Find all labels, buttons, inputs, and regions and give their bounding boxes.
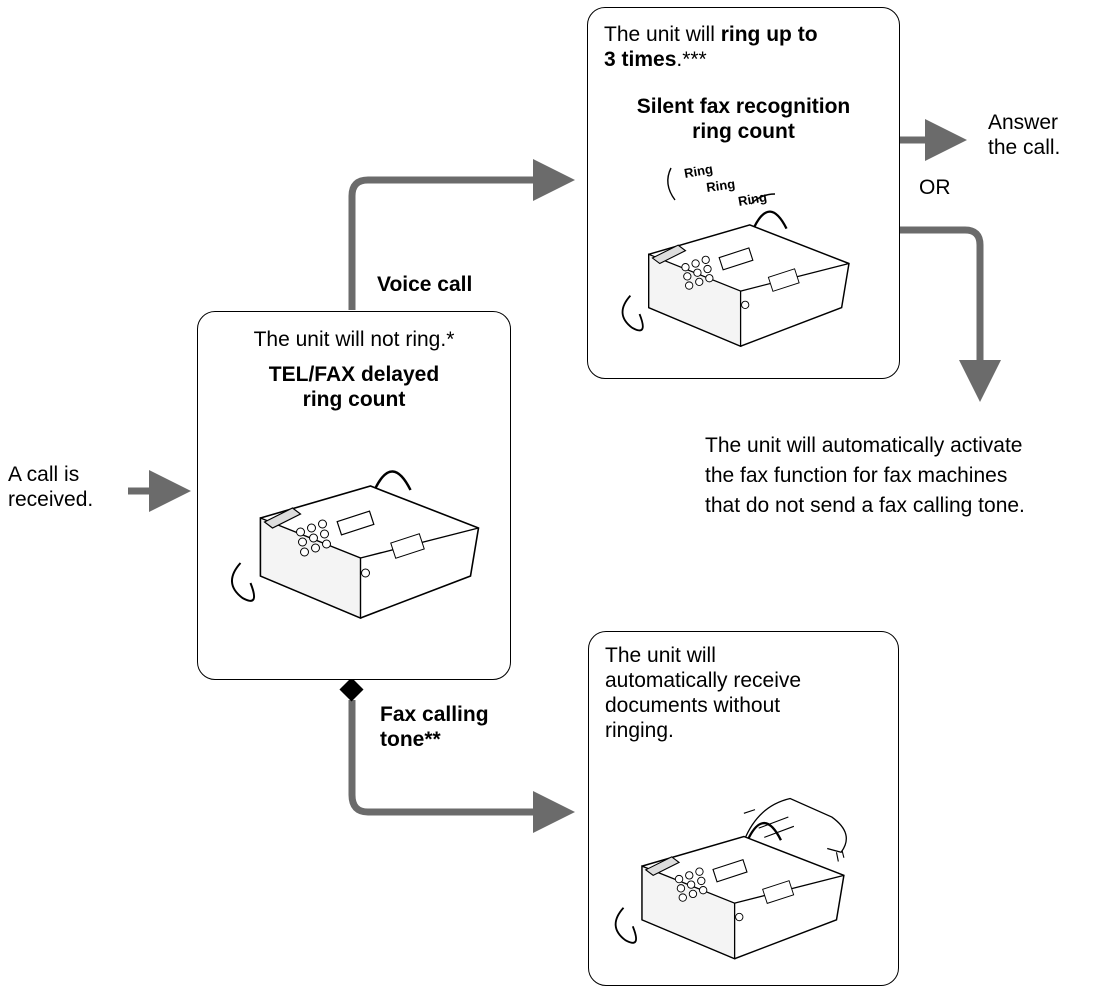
silent-line-2: 3 times.***: [604, 47, 818, 72]
decision-diamond: [339, 677, 364, 702]
receive-line-1: The unit will: [605, 644, 716, 667]
label-voice-call: Voice call: [377, 273, 473, 296]
auto-activate-line-1: The unit will automatically activate: [705, 434, 1023, 457]
fax-receiving-icon: [614, 797, 847, 960]
silent-line-2-post: .***: [676, 48, 707, 71]
auto-activate-line-3: that do not send a fax calling tone.: [705, 494, 1025, 517]
fax-tone-line-1: Fax calling: [380, 703, 489, 726]
silent-title-2: ring count: [692, 120, 795, 143]
or-label: OR: [919, 176, 951, 199]
start-line-1: A call is: [8, 463, 80, 486]
silent-title: Silent fax recognition ring count: [587, 94, 900, 144]
silent-line-2-bold: 3 times: [604, 48, 677, 71]
silent-lines: The unit will ring up to 3 times.***: [604, 22, 818, 72]
auto-activate-line-2: the fax function for fax machines: [705, 464, 1008, 487]
ring-word-2: Ring: [705, 176, 736, 195]
answer-label: Answer the call.: [988, 110, 1060, 160]
receive-text: The unit will automatically receive docu…: [605, 643, 801, 743]
ring-word-1: Ring: [683, 161, 714, 181]
ring-sound: Ring Ring Ring: [667, 161, 776, 209]
answer-line-1: Answer: [988, 111, 1059, 134]
start-label: A call is received.: [8, 462, 93, 512]
silent-line-1-pre: The unit will: [604, 23, 721, 46]
box-delayed-text: The unit will not ring.* TEL/FAX delayed…: [197, 327, 511, 412]
delayed-line-1: The unit will not ring.*: [253, 328, 455, 351]
arrow-fax-calling-tone: [348, 700, 575, 833]
fax-machine-icon: [231, 470, 480, 620]
start-line-2: received.: [8, 488, 94, 511]
silent-line-1: The unit will ring up to: [604, 22, 818, 47]
label-fax-calling-tone: Fax calling tone**: [380, 702, 489, 752]
fax-machine-icon: [621, 210, 850, 348]
answer-line-2: the call.: [988, 136, 1061, 159]
receive-line-2: automatically receive: [605, 669, 802, 692]
delayed-title-2: ring count: [302, 388, 406, 411]
delayed-title-1: TEL/FAX delayed: [268, 363, 440, 386]
fax-tone-line-2: tone**: [380, 728, 441, 751]
receive-line-3: documents without: [605, 694, 781, 717]
silent-line-1-bold: ring up to: [720, 23, 818, 46]
auto-activate-text: The unit will automatically activate the…: [705, 431, 1025, 521]
silent-title-1: Silent fax recognition: [636, 95, 851, 118]
arrow-auto-activate: [900, 226, 1001, 402]
arrow-voice-call: [348, 159, 575, 310]
receive-line-4: ringing.: [605, 719, 674, 742]
ring-word-3: Ring: [737, 189, 768, 209]
